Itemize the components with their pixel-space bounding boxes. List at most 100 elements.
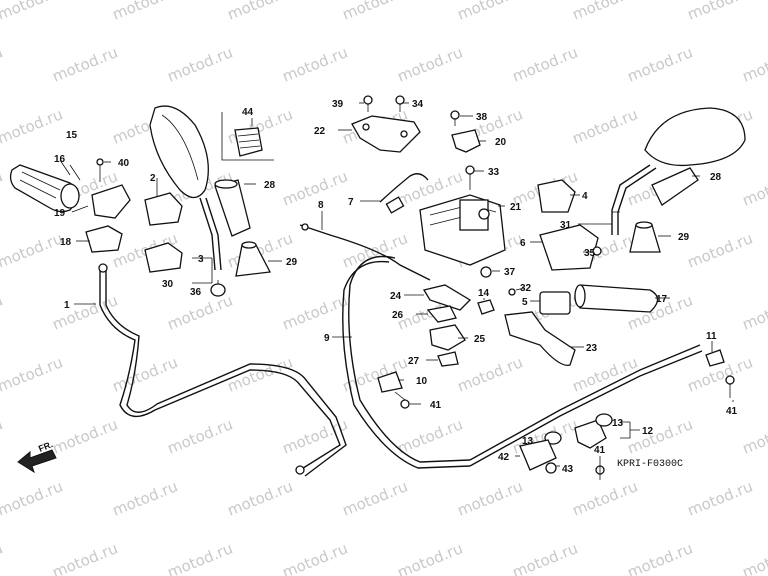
watermark-text: motod.ru (280, 43, 351, 85)
watermark-text: motod.ru (340, 0, 411, 24)
watermark-text: motod.ru (0, 43, 5, 85)
left-grip (9, 164, 80, 213)
watermark-text: motod.ru (225, 477, 296, 519)
collar-13-right (595, 413, 613, 427)
bracket-12 (574, 419, 607, 449)
bolt-39 (363, 95, 373, 112)
callout-29a: 29 (286, 257, 298, 268)
watermark-text: motod.ru (0, 415, 5, 457)
callout-14: 14 (478, 288, 490, 299)
front-direction-arrow (17, 449, 57, 474)
bracket-11 (705, 349, 725, 367)
bracket-22 (351, 115, 421, 153)
part-14 (477, 299, 495, 315)
callout-23: 23 (586, 343, 598, 354)
screw-33 (465, 165, 475, 190)
nut-43 (545, 462, 557, 474)
watermark-text: motod.ru (280, 539, 351, 576)
diagram-code: KPRI-F0300C (617, 459, 683, 470)
watermark-text: motod.ru (280, 291, 351, 333)
watermark-text: motod.ru (510, 43, 581, 85)
cable-8 (299, 224, 431, 281)
left-mirror (149, 105, 222, 271)
screw-40 (96, 158, 104, 166)
callout-32: 32 (520, 283, 532, 294)
callout-41a: 41 (430, 400, 442, 411)
watermark-text: motod.ru (740, 415, 768, 457)
right-mirror (592, 107, 746, 256)
watermark-text: motod.ru (685, 229, 756, 271)
watermark-text: motod.ru (740, 167, 768, 209)
callout-13b: 13 (522, 436, 534, 447)
watermark-text: motod.ru (110, 353, 181, 395)
callout-4: 4 (582, 191, 588, 202)
inset-44 (221, 112, 274, 161)
boot-28-left (214, 179, 251, 237)
callout-26: 26 (392, 310, 404, 321)
callout-17: 17 (656, 294, 668, 305)
grip-17 (574, 284, 659, 313)
bolt-41-lower (595, 460, 605, 480)
lever-23 (504, 311, 576, 366)
callout-39: 39 (332, 99, 344, 110)
callout-37: 37 (504, 267, 516, 278)
watermark-text: motod.ru (455, 353, 526, 395)
left-switch-lower (85, 225, 123, 253)
callout-27: 27 (408, 356, 420, 367)
watermark-text: motod.ru (740, 539, 768, 576)
watermark-text: motod.ru (280, 167, 351, 209)
watermark-text: motod.ru (0, 105, 65, 147)
callout-10: 10 (416, 376, 428, 387)
bracket-42 (519, 439, 557, 471)
pin-32 (508, 288, 516, 296)
callout-24: 24 (390, 291, 402, 302)
callout-28a: 28 (264, 180, 276, 191)
left-switch-upper (91, 184, 131, 219)
watermark-text: motod.ru (0, 229, 65, 271)
leader-lines (59, 102, 734, 467)
switch-assembly (419, 194, 506, 266)
callout-15: 15 (66, 130, 78, 141)
watermark-text: motod.ru (570, 105, 641, 147)
callout-31: 31 (560, 220, 572, 231)
screw-41-center (394, 391, 410, 409)
parts-drawings (9, 95, 746, 480)
watermark-text: motod.ru (0, 353, 65, 395)
callout-2: 2 (150, 173, 156, 184)
switch-cover (144, 242, 183, 273)
callout-25: 25 (474, 334, 486, 345)
bolt-34 (395, 95, 405, 112)
watermark-text: motod.ru (625, 415, 696, 457)
callout-19: 19 (54, 208, 66, 219)
boot-29-right (629, 224, 661, 253)
switch-25 (429, 324, 466, 351)
part-26 (426, 305, 457, 323)
watermark-text: motod.ru (685, 477, 756, 519)
watermark-text: motod.ru (0, 477, 65, 519)
callout-labels: 1 2 3 4 5 6 7 8 9 10 11 12 13 13 14 15 1… (54, 99, 738, 475)
watermark-text: motod.ru (455, 477, 526, 519)
watermark-text: motod.ru (510, 539, 581, 576)
callout-42: 42 (498, 452, 510, 463)
callout-20: 20 (495, 137, 507, 148)
watermark-text: motod.ru (0, 167, 5, 209)
callout-41b: 41 (726, 406, 738, 417)
bracket-24 (422, 284, 472, 311)
bolt-41-right (725, 375, 735, 398)
callout-16: 16 (54, 154, 66, 165)
callout-34: 34 (412, 99, 424, 110)
watermark-text: motod.ru (165, 539, 236, 576)
watermark-text: motod.ru (395, 43, 466, 85)
callout-35: 35 (584, 248, 596, 259)
watermark-text: motod.ru (740, 291, 768, 333)
watermark-text: motod.ru (455, 0, 526, 24)
nut-37 (480, 266, 492, 278)
callout-41c: 41 (594, 445, 606, 456)
callout-13a: 13 (612, 418, 624, 429)
callout-36: 36 (190, 287, 202, 298)
nut-36 (210, 283, 226, 297)
watermark-text: motod.ru (225, 0, 296, 24)
watermark-text: motod.ru (570, 0, 641, 24)
